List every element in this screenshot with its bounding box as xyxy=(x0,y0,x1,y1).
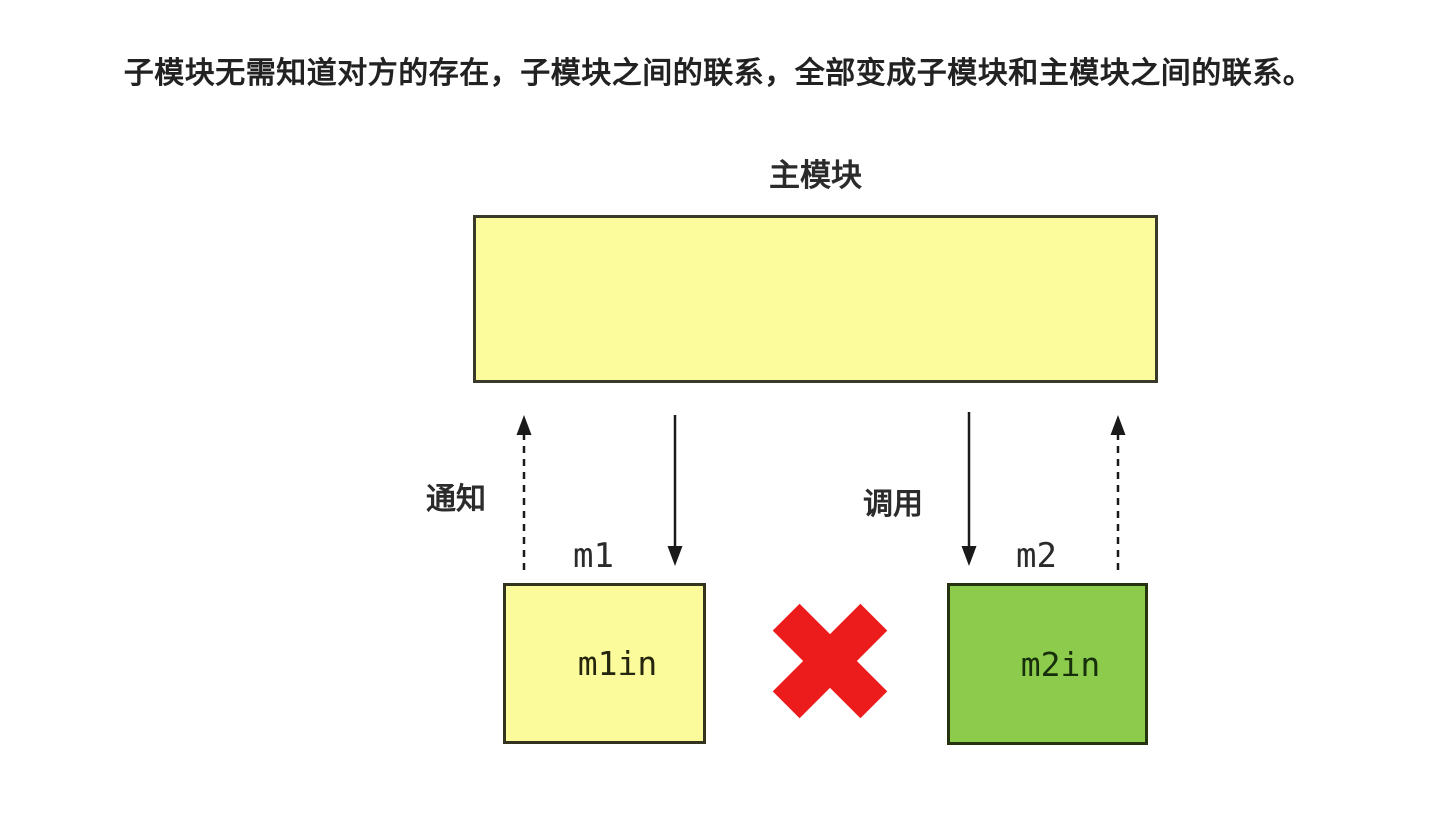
m1-inner-label: m1in xyxy=(577,644,658,683)
m2-box: m2in xyxy=(947,583,1148,745)
call-arrow-m1 xyxy=(667,415,683,566)
main-module-box xyxy=(473,215,1158,383)
m1-module-label: m1 xyxy=(573,536,614,576)
page-title: 子模块无需知道对方的存在，子模块之间的联系，全部变成子模块和主模块之间的联系。 xyxy=(123,57,1314,90)
call-arrow-m2 xyxy=(961,412,977,566)
m1-box: m1in xyxy=(503,583,706,744)
no-direct-link-icon xyxy=(772,603,888,719)
call-arrow-label: 调用 xyxy=(863,488,923,521)
m2-inner-label: m2in xyxy=(1020,644,1101,684)
notify-arrow-label: 通知 xyxy=(426,483,486,516)
main-module-label: 主模块 xyxy=(769,158,862,193)
notify-arrow-m2 xyxy=(1110,415,1126,570)
notify-arrow-m1 xyxy=(516,415,532,570)
m2-module-label: m2 xyxy=(1016,536,1057,576)
